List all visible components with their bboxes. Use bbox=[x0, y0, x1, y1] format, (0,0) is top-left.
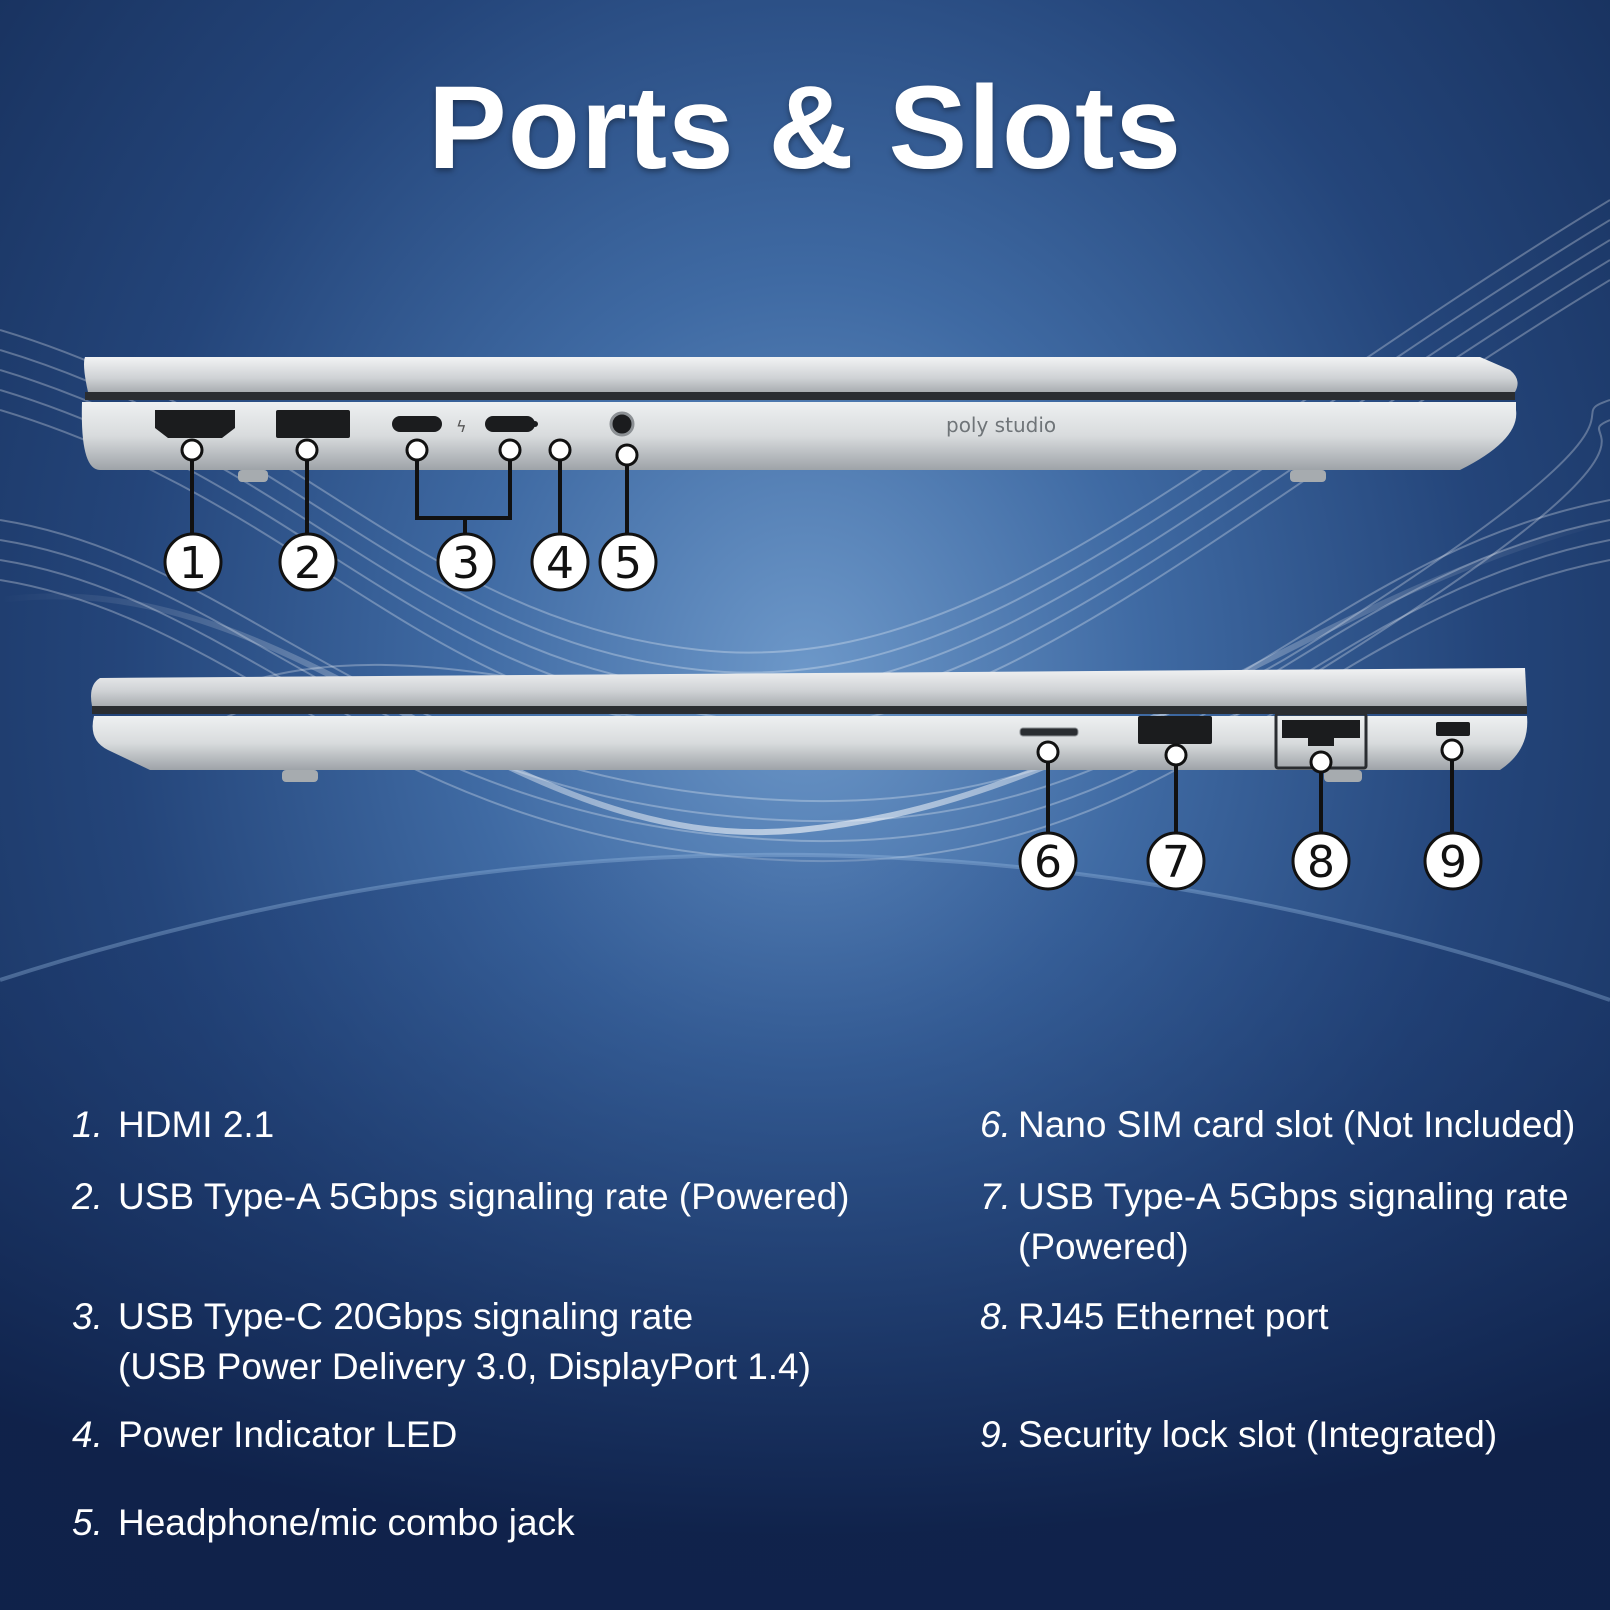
callout-label-7: 7 bbox=[1162, 837, 1190, 888]
legend-number: 1. bbox=[72, 1104, 103, 1145]
laptop-right-side bbox=[91, 668, 1528, 838]
callout-badge-7 bbox=[1146, 831, 1206, 891]
legend-text: Power Indicator LED bbox=[118, 1414, 458, 1455]
legend-number: 2. bbox=[72, 1176, 103, 1217]
hdmi-port-icon bbox=[155, 410, 235, 438]
callout-badge-1 bbox=[163, 532, 223, 592]
laptop-side-views: ϟ poly studio bbox=[81, 357, 1528, 891]
legend-number: 8. bbox=[980, 1296, 1011, 1337]
callout-badge-8 bbox=[1291, 831, 1351, 891]
laptop-left-side: ϟ poly studio bbox=[81, 357, 1518, 540]
callout-badge-3 bbox=[436, 532, 496, 592]
legend-text: USB Type-A 5Gbps signaling rate bbox=[1018, 1176, 1569, 1217]
usb-c-port-icon bbox=[485, 416, 535, 432]
legend-number: 6. bbox=[980, 1104, 1011, 1145]
legend-text: USB Type-C 20Gbps signaling rate bbox=[118, 1296, 694, 1337]
legend-text: USB Type-A 5Gbps signaling rate (Powered… bbox=[118, 1176, 850, 1217]
callout-label-5: 5 bbox=[614, 538, 642, 589]
callout-label-9: 9 bbox=[1439, 837, 1467, 888]
legend-text: Security lock slot (Integrated) bbox=[1018, 1414, 1498, 1455]
led-indicator-icon bbox=[532, 421, 538, 427]
legend-text: (USB Power Delivery 3.0, DisplayPort 1.4… bbox=[118, 1346, 811, 1387]
usb-a-port-icon bbox=[276, 410, 350, 438]
legend-text: RJ45 Ethernet port bbox=[1018, 1296, 1329, 1337]
legend-number: 3. bbox=[72, 1296, 103, 1337]
legend-number: 5. bbox=[72, 1502, 103, 1543]
callout-badge-5 bbox=[598, 532, 658, 592]
callout-label-4: 4 bbox=[546, 538, 574, 589]
legend-number: 9. bbox=[980, 1414, 1011, 1455]
legend-number: 4. bbox=[72, 1414, 103, 1455]
legend-number: 7. bbox=[980, 1176, 1011, 1217]
callout-label-8: 8 bbox=[1307, 837, 1335, 888]
callout-badge-6 bbox=[1018, 831, 1078, 891]
svg-text:ϟ: ϟ bbox=[456, 417, 467, 436]
legend-text: Nano SIM card slot (Not Included) bbox=[1018, 1104, 1576, 1145]
usb-a-port-icon bbox=[1138, 716, 1212, 744]
page-title: Ports & Slots bbox=[428, 62, 1182, 194]
sim-slot-icon bbox=[1019, 727, 1079, 737]
callout-badge-2 bbox=[278, 532, 338, 592]
brand-label: poly studio bbox=[946, 413, 1056, 437]
security-lock-slot-icon bbox=[1436, 722, 1470, 736]
legend-text: HDMI 2.1 bbox=[118, 1104, 275, 1145]
audio-jack-icon bbox=[609, 411, 635, 437]
usb-c-port-icon bbox=[392, 416, 442, 432]
callout-label-2: 2 bbox=[294, 538, 322, 589]
callout-badge-9 bbox=[1423, 831, 1483, 891]
callout-label-1: 1 bbox=[179, 538, 207, 589]
callout-label-6: 6 bbox=[1034, 837, 1062, 888]
callout-label-3: 3 bbox=[452, 538, 480, 589]
legend-text: (Powered) bbox=[1018, 1226, 1189, 1267]
legend-text: Headphone/mic combo jack bbox=[118, 1502, 575, 1543]
callout-badge-4 bbox=[530, 532, 590, 592]
